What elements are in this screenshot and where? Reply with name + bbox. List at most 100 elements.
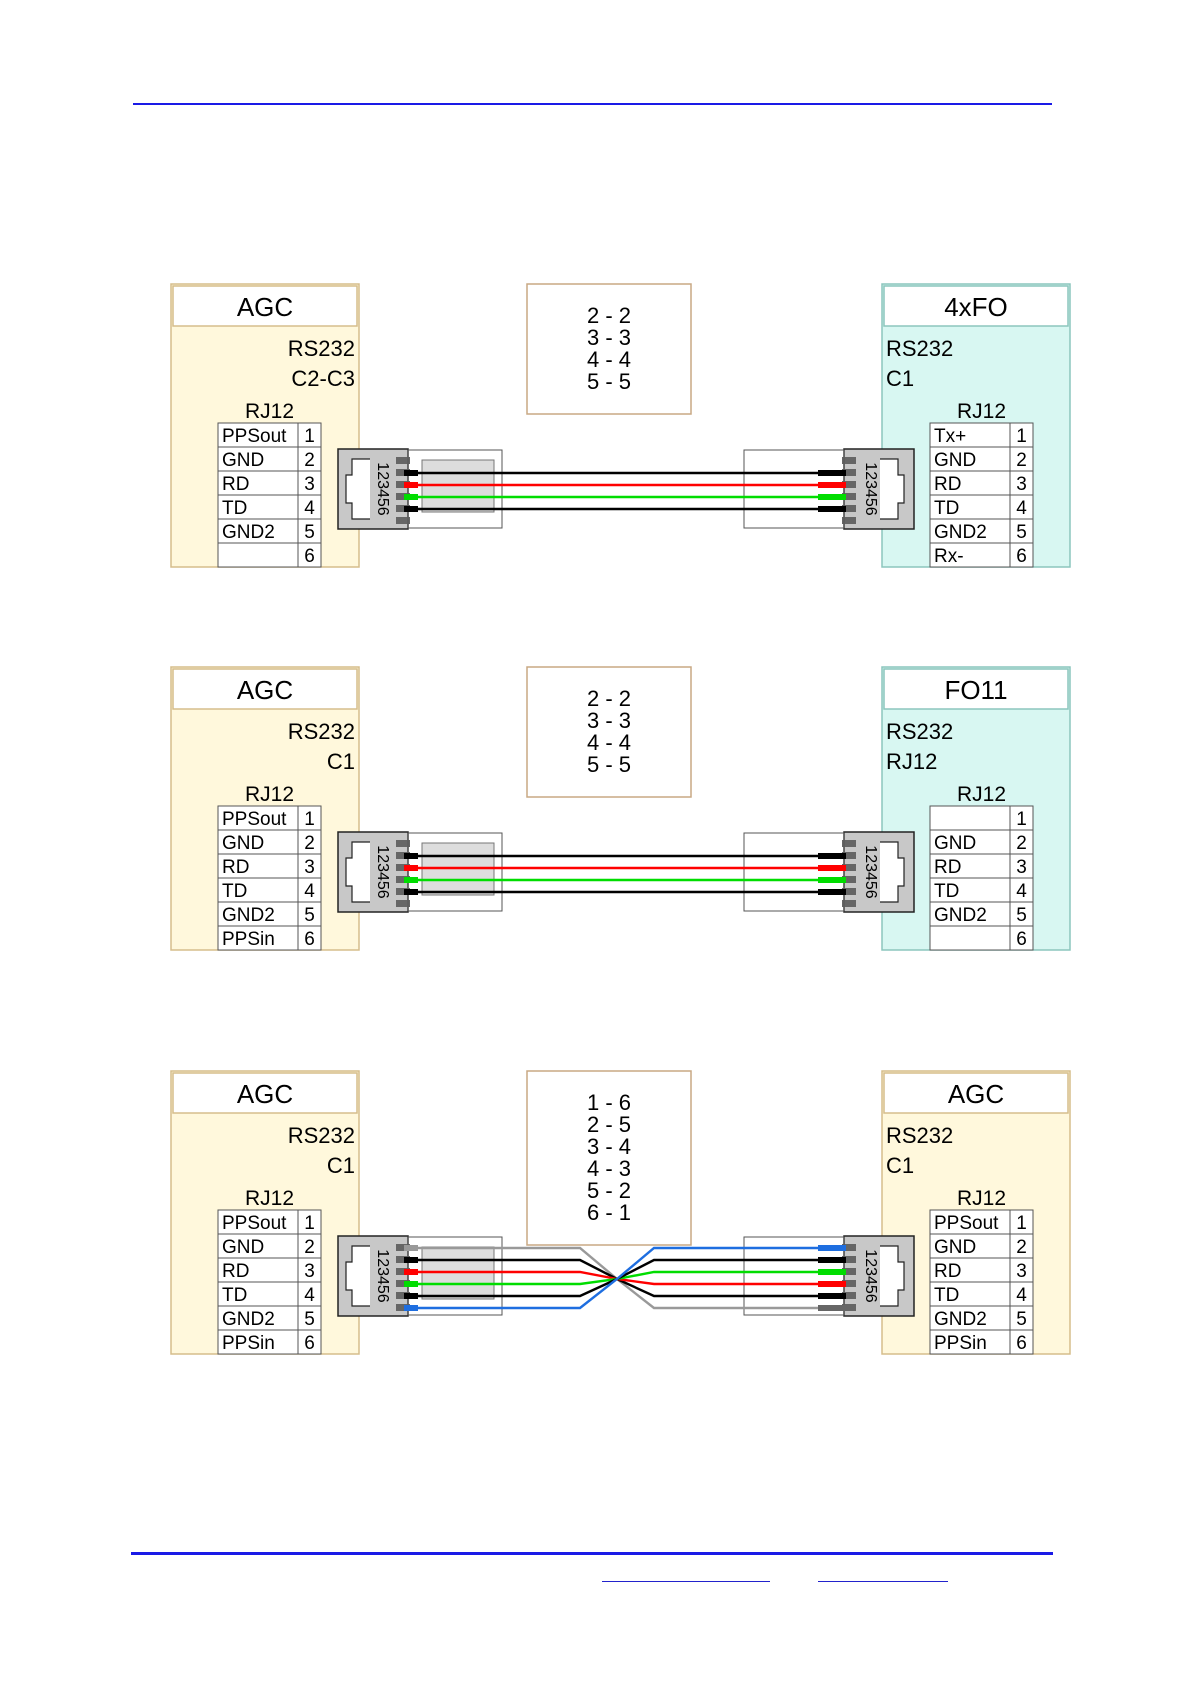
plug-outlines [407, 832, 845, 912]
wire-end-right [818, 1293, 846, 1299]
pin-number: 2 [304, 833, 315, 854]
connector-type-label: RJ12 [245, 1187, 294, 1210]
footer-rule [131, 1552, 1053, 1555]
pin-mapping-entry: 2 - 2 [587, 303, 631, 328]
jack-pin [396, 1268, 410, 1275]
jack-socket [880, 458, 905, 520]
wire-end-right [818, 470, 846, 476]
pin-number: 1 [304, 1213, 315, 1234]
wire-end-right [818, 1245, 846, 1251]
pin-mapping-box [526, 1070, 692, 1246]
jack-pin [396, 1256, 410, 1263]
pin-number: 2 [304, 450, 315, 471]
pin-name: PPSout [934, 1213, 999, 1234]
pin-number: 5 [304, 522, 315, 543]
device-title-box [883, 1072, 1069, 1114]
plug-outlines [407, 449, 845, 529]
wire-end-right [818, 865, 846, 871]
device-title: FO11 [944, 675, 1007, 705]
pin-name: GND2 [222, 905, 275, 926]
pin-mapping-entry: 5 - 5 [587, 752, 631, 777]
pin-number: 6 [304, 929, 315, 950]
device-port: C2-C3 [291, 366, 355, 391]
connector-type-label: RJ12 [957, 400, 1006, 423]
jack-pin [396, 840, 410, 847]
pin-number: 6 [304, 546, 315, 567]
pin-number: 2 [304, 1237, 315, 1258]
pin-name: GND [934, 1237, 976, 1258]
jack-pin [842, 469, 856, 476]
jack-pin-numbers: 123456 [862, 462, 879, 515]
jack-pin-numbers: 123456 [374, 845, 391, 898]
pin-name: GND2 [934, 522, 987, 543]
pin-number: 2 [1016, 833, 1027, 854]
pin-number: 5 [1016, 1309, 1027, 1330]
wire-blue [404, 1246, 846, 1310]
jack-pin [842, 1244, 856, 1251]
jack-pin [396, 493, 410, 500]
pin-name: PPSin [222, 1333, 275, 1354]
connector-type-label: RJ12 [957, 1187, 1006, 1210]
pin-number: 4 [1016, 498, 1027, 519]
device-title-box [883, 668, 1069, 710]
pin-number: 1 [304, 426, 315, 447]
pin-mapping-note: 1 - 62 - 53 - 44 - 35 - 26 - 1 [526, 1070, 692, 1246]
pin-name: PPSout [222, 809, 287, 830]
wire-end-right [818, 1305, 846, 1311]
wire-end-left [404, 865, 418, 871]
pin-name: TD [222, 498, 247, 519]
pin-name: GND2 [934, 1309, 987, 1330]
device-port: RJ12 [886, 749, 937, 774]
jack-pin [842, 1292, 856, 1299]
wire-end-right [818, 1257, 846, 1263]
pin-mapping-entry: 2 - 5 [587, 1112, 631, 1137]
pin-name: GND2 [222, 522, 275, 543]
wire-end-left [404, 1257, 418, 1263]
device-interface: RS232 [288, 719, 355, 744]
device-title: AGC [237, 292, 293, 322]
pin-name: RD [222, 1261, 249, 1282]
pin-name: GND2 [222, 1309, 275, 1330]
jack-pin [396, 481, 410, 488]
footer-link-2[interactable] [818, 1581, 948, 1582]
wire-end-right [818, 1281, 846, 1287]
device-title: 4xFO [944, 292, 1008, 322]
jack-pin [396, 1292, 410, 1299]
device-title: AGC [237, 1079, 293, 1109]
footer-link-1[interactable] [602, 1581, 770, 1582]
pin-number: 6 [1016, 929, 1027, 950]
left-plug-outline [407, 832, 503, 912]
wire-end-left [404, 1305, 418, 1311]
jack-pin [842, 1268, 856, 1275]
jack-pin [396, 517, 410, 524]
connector-type-label: RJ12 [245, 400, 294, 423]
jack-pin-numbers: 123456 [374, 1249, 391, 1302]
jack-pin [842, 517, 856, 524]
jack-pin [396, 1244, 410, 1251]
jack-pin [842, 481, 856, 488]
cable-wires [404, 470, 846, 512]
pin-mapping-entry: 2 - 2 [587, 686, 631, 711]
left-plug-outline [407, 1236, 503, 1316]
pin-mapping-box [526, 283, 692, 415]
wire-end-left [404, 1293, 418, 1299]
wire-end-left [404, 482, 418, 488]
pin-number: 3 [304, 857, 315, 878]
jack-pin [842, 864, 856, 871]
pin-mapping-entry: 4 - 3 [587, 1156, 631, 1181]
pin-name: GND [222, 1237, 264, 1258]
pin-number: 1 [1016, 1213, 1027, 1234]
pin-number: 4 [304, 881, 315, 902]
pin-number: 5 [1016, 905, 1027, 926]
jack-pin [842, 505, 856, 512]
jack-pin [396, 1304, 410, 1311]
pin-number: 6 [304, 1333, 315, 1354]
jack-pin [396, 864, 410, 871]
device-port: C1 [886, 366, 914, 391]
jack-pin [842, 900, 856, 907]
left-rj12-jack: 123456 [337, 448, 410, 530]
